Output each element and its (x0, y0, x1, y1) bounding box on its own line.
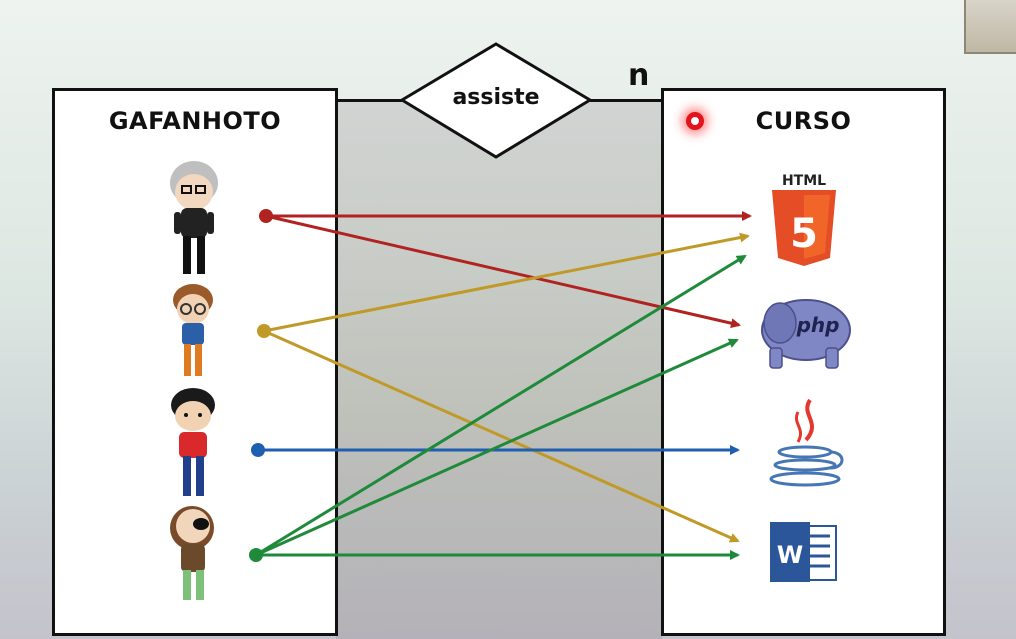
link-origin-dot (259, 209, 273, 223)
relationship-line-left (336, 99, 402, 102)
svg-text:W: W (777, 541, 803, 569)
link-origin-dot (249, 548, 263, 562)
relationship-label: assiste (452, 85, 540, 110)
entity-title-gafanhoto: GAFANHOTO (108, 107, 282, 135)
relationship-diamond: assiste (399, 42, 593, 159)
link-arrow (263, 232, 750, 333)
link-arrow (265, 214, 741, 329)
relationship-line-right (590, 99, 664, 102)
record-indicator-icon (686, 112, 704, 130)
background-band (336, 100, 662, 639)
php-elephant-icon: php (761, 299, 851, 369)
person-black-haired-boy (171, 388, 215, 496)
entity-title-curso: CURSO (755, 107, 852, 135)
link-arrows (249, 209, 752, 562)
java-cup-icon (769, 398, 844, 487)
svg-text:5: 5 (790, 211, 818, 257)
person-woman-sunglasses (170, 506, 214, 600)
cardinality-label: n (628, 58, 650, 93)
person-curly-haired-boy (173, 284, 213, 376)
link-origin-dot (251, 443, 265, 457)
html5-icon: HTML 5 (772, 173, 836, 266)
svg-text:php: php (796, 313, 840, 337)
link-arrow (263, 329, 740, 543)
svg-text:HTML: HTML (782, 173, 826, 189)
link-arrow (255, 254, 747, 557)
link-origin-dot (257, 324, 271, 338)
corner-logo-icon (964, 0, 1016, 54)
link-arrow (255, 338, 739, 557)
person-gray-haired-man (170, 161, 218, 274)
word-icon: W (770, 522, 837, 582)
